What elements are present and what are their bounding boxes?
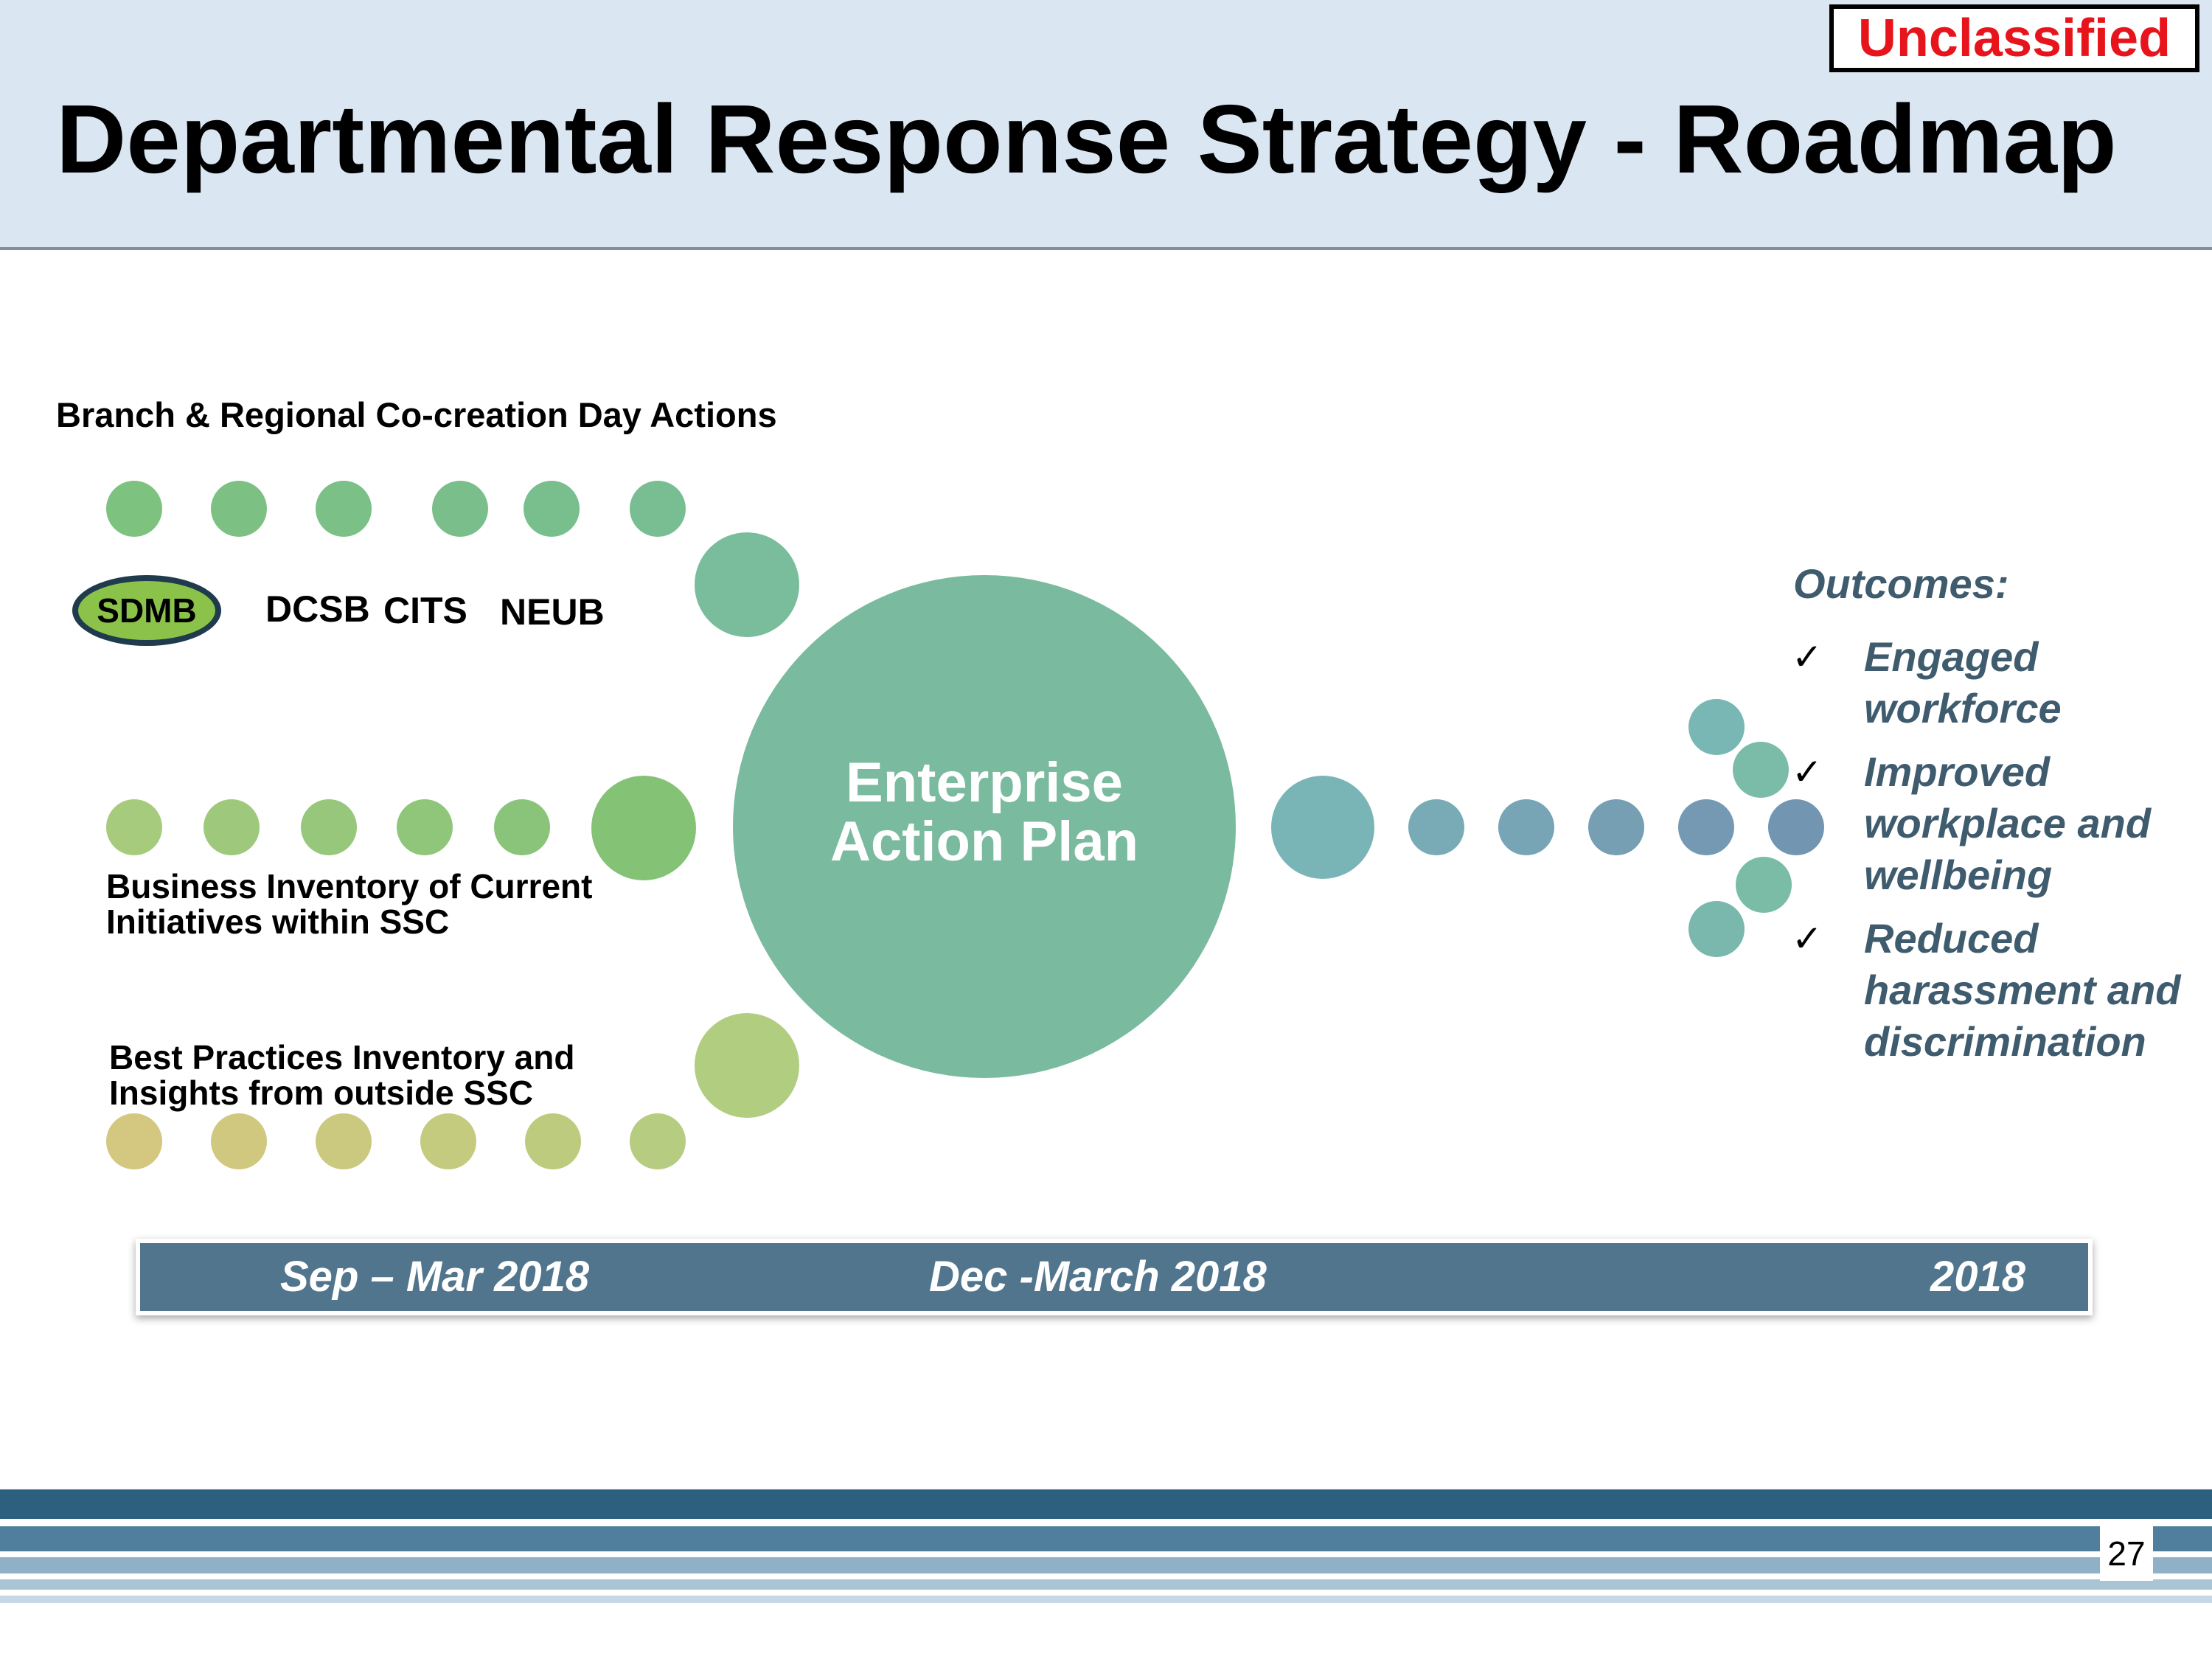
- cocreation-connector-dot: [695, 532, 799, 637]
- footer-stripe: [0, 1596, 2212, 1603]
- best-practices-dot: [211, 1113, 267, 1169]
- outcome-text: Engaged workforce: [1864, 633, 2062, 731]
- cocreation-dot: [211, 481, 267, 537]
- outcome-item: ✓ Improved workplace and wellbeing: [1792, 746, 2205, 901]
- outcome-fan-dot: [1733, 742, 1789, 798]
- timeline-label-1: Sep – Mar 2018: [280, 1253, 590, 1301]
- branch-neub: NEUB: [500, 591, 605, 633]
- outcome-item: ✓ Engaged workforce: [1792, 631, 2205, 734]
- cocreation-dot: [106, 481, 162, 537]
- inventory-dot: [494, 799, 550, 855]
- inventory-dot: [301, 799, 357, 855]
- inventory-dot: [397, 799, 453, 855]
- branch-cits: CITS: [383, 590, 467, 631]
- center-line-1: Enterprise: [846, 751, 1123, 814]
- check-icon: ✓: [1792, 918, 1823, 959]
- outflow-dot: [1408, 799, 1464, 855]
- outcomes-title: Outcomes:: [1793, 560, 2009, 607]
- enterprise-action-plan-circle: Enterprise Action Plan: [733, 575, 1236, 1078]
- business-inventory-label: Business Inventory of Current Initiative…: [106, 867, 593, 941]
- center-line-2: Action Plan: [830, 810, 1139, 873]
- check-icon: ✓: [1792, 751, 1823, 793]
- outcome-text: Reduced harassment and discrimination: [1864, 915, 2181, 1065]
- best-practices-dot: [106, 1113, 162, 1169]
- best-practices-dot: [316, 1113, 372, 1169]
- slide-title: Departmental Response Strategy - Roadmap: [56, 85, 2117, 193]
- outcome-fan-dot: [1688, 699, 1745, 755]
- slide-header: Unclassified Departmental Response Strat…: [0, 0, 2212, 250]
- cocreation-dot: [524, 481, 580, 537]
- page-number: 27: [2100, 1526, 2153, 1581]
- inventory-dot: [204, 799, 260, 855]
- best-practices-dot: [525, 1113, 581, 1169]
- outcome-fan-dot: [1736, 857, 1792, 913]
- footer-stripe: [0, 1557, 2212, 1573]
- outcome-item: ✓ Reduced harassment and discrimination: [1792, 913, 2205, 1068]
- cocreation-dot: [630, 481, 686, 537]
- outcome-text: Improved workplace and wellbeing: [1864, 748, 2152, 898]
- best-practices-dot: [630, 1113, 686, 1169]
- branch-dcsb: DCSB: [265, 588, 370, 630]
- inventory-connector-dot: [591, 776, 696, 880]
- outflow-dot: [1768, 799, 1824, 855]
- cocreation-dot: [316, 481, 372, 537]
- cocreation-dot: [432, 481, 488, 537]
- outcome-fan-dot: [1688, 901, 1745, 957]
- outflow-dot: [1588, 799, 1644, 855]
- outflow-dot: [1678, 799, 1734, 855]
- inventory-dot: [106, 799, 162, 855]
- branch-sdmb-highlight: SDMB: [72, 575, 221, 646]
- cocreation-label: Branch & Regional Co-creation Day Action…: [56, 395, 777, 434]
- timeline-label-3: 2018: [1930, 1253, 2026, 1301]
- footer-stripe: [0, 1526, 2212, 1551]
- footer-stripe: [0, 1489, 2212, 1519]
- best-practices-label: Best Practices Inventory and Insights fr…: [109, 1038, 575, 1112]
- best-practices-dot: [420, 1113, 476, 1169]
- check-icon: ✓: [1792, 636, 1823, 678]
- footer-stripe: [0, 1579, 2212, 1590]
- timeline-label-2: Dec -March 2018: [929, 1253, 1267, 1301]
- outflow-dot: [1498, 799, 1554, 855]
- best-practices-connector-dot: [695, 1013, 799, 1118]
- classification-label: Unclassified: [1829, 4, 2199, 72]
- outflow-dot: [1271, 776, 1374, 879]
- timeline-bar: Sep – Mar 2018 Dec -March 2018 2018: [136, 1239, 2093, 1315]
